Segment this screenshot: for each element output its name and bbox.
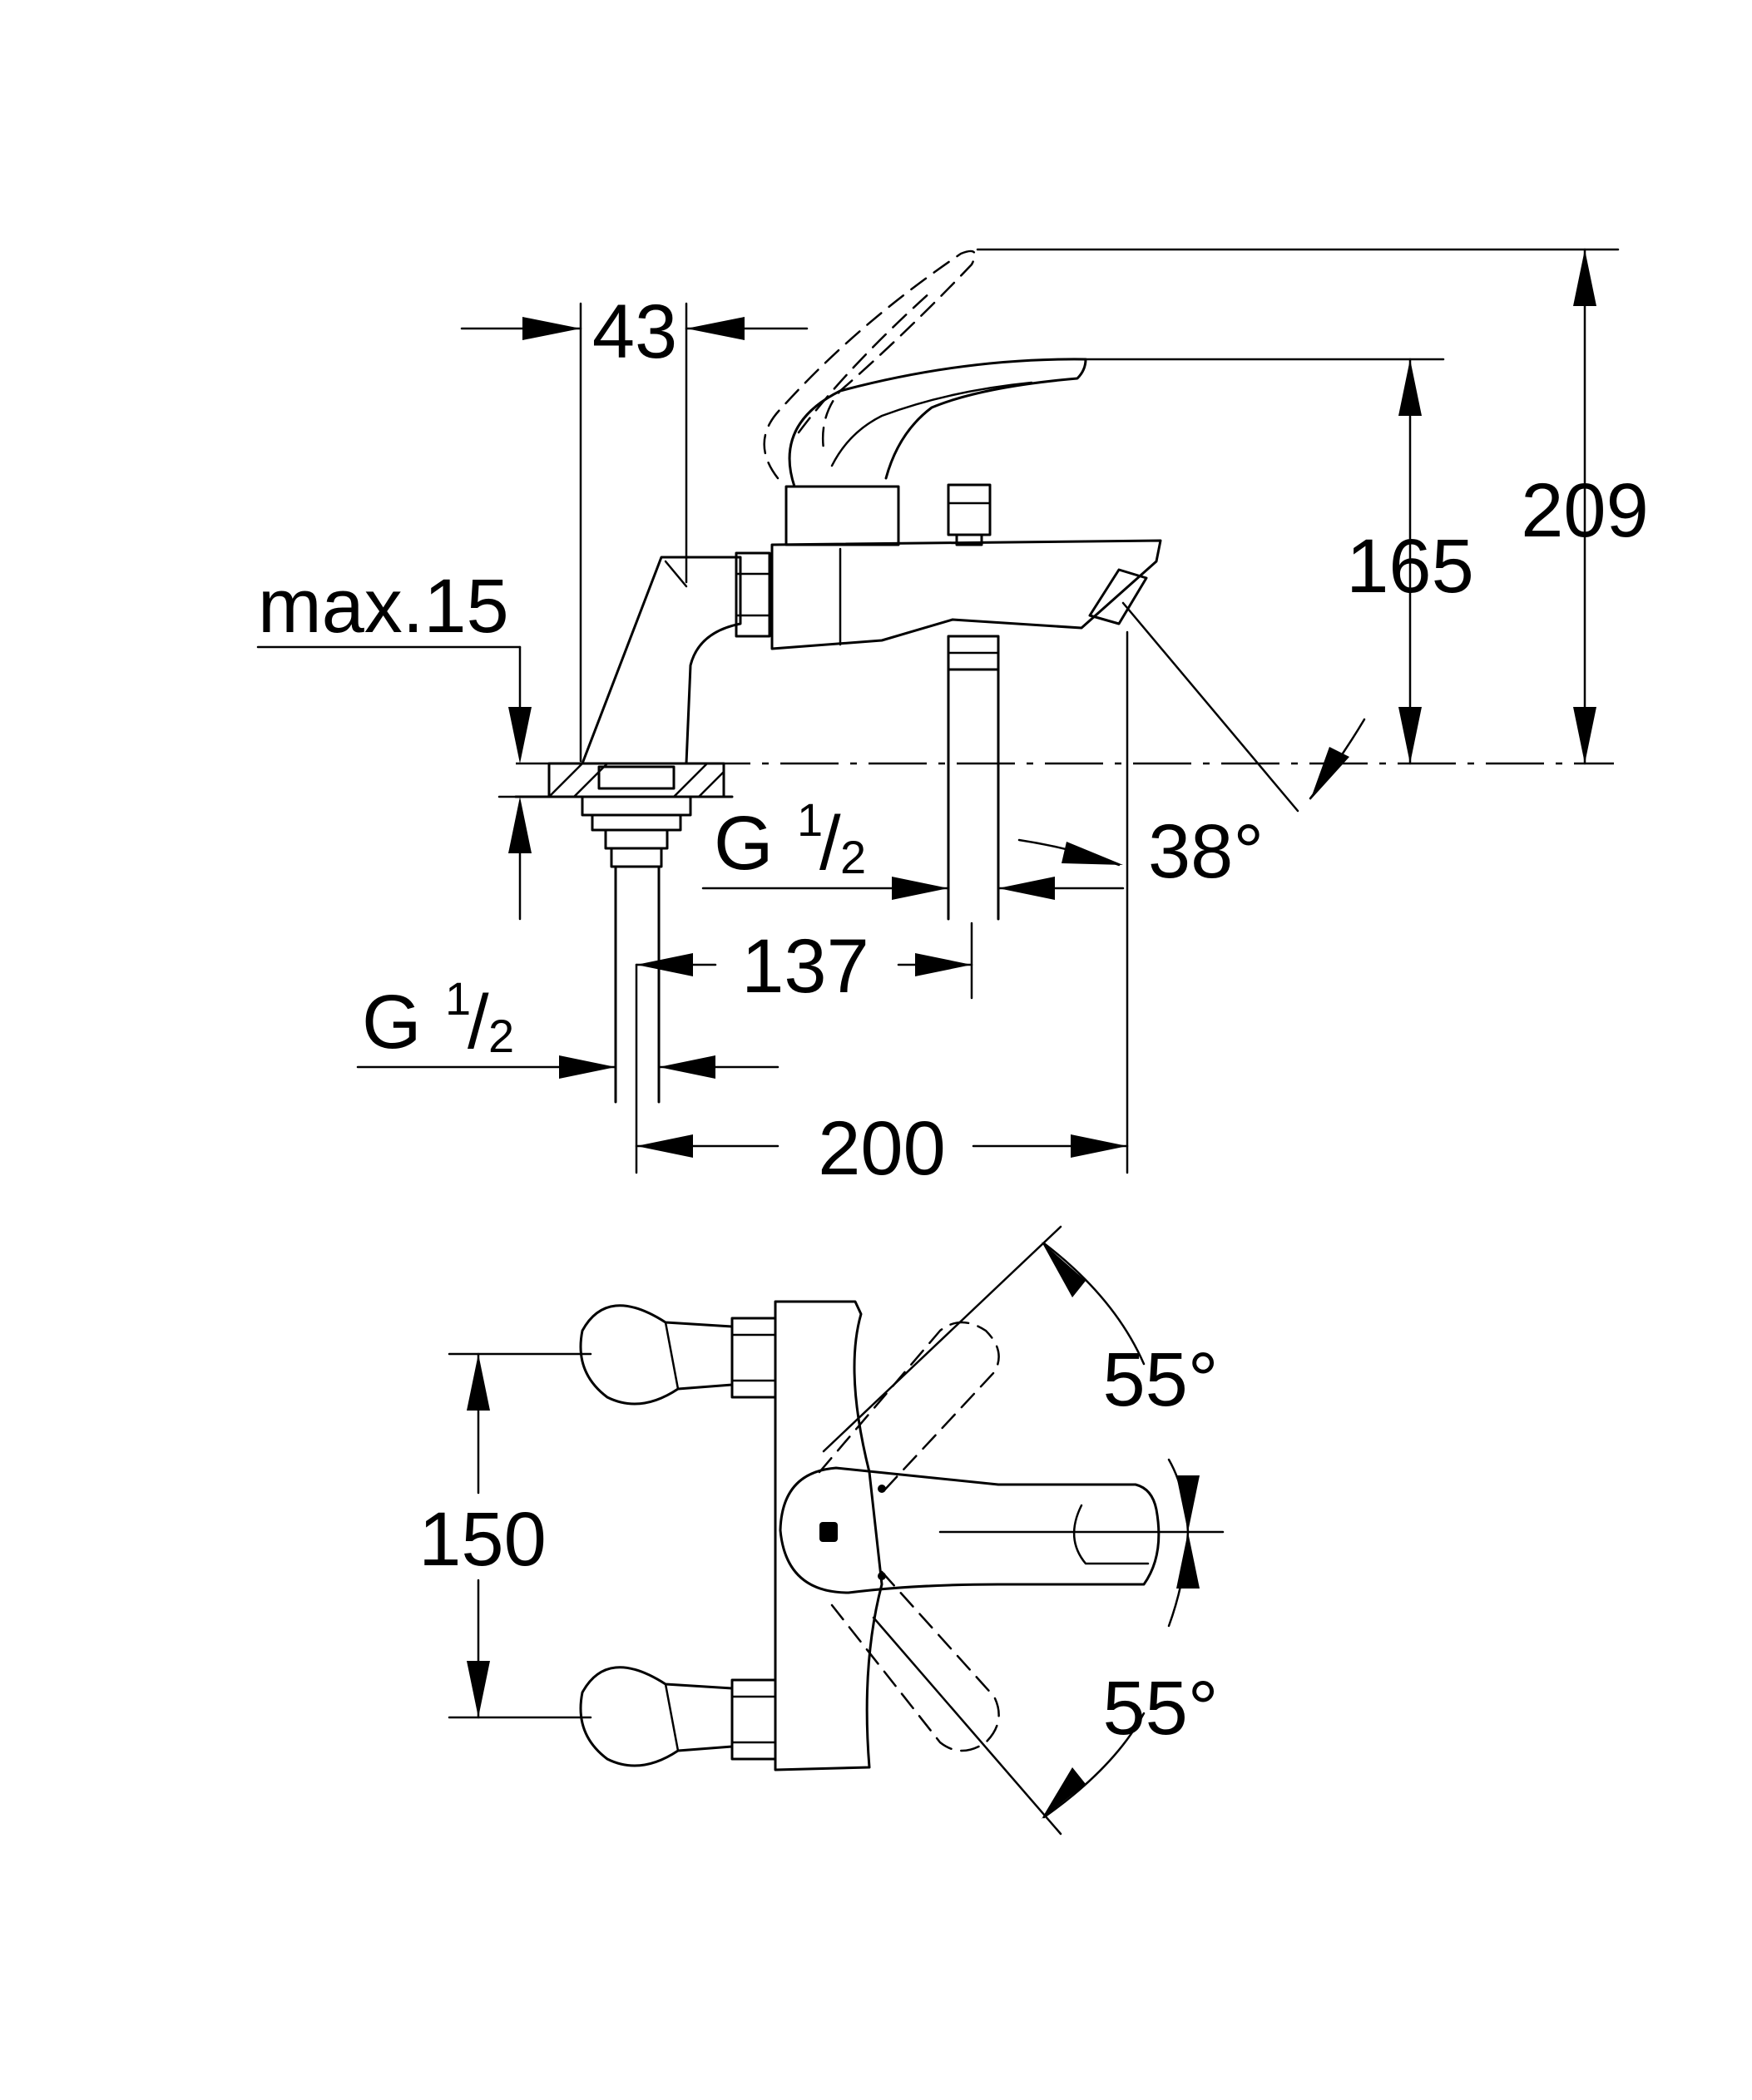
coupling-nut [735, 551, 771, 638]
dim-max-deck-label: max.15 [258, 564, 509, 649]
lever-handle-edge [830, 381, 1033, 467]
mounting-nut [581, 765, 692, 868]
diverter-knob [947, 483, 992, 546]
top-view: 55° 55° 150 [418, 1225, 1225, 1836]
rotation-ref-down [872, 1616, 1062, 1836]
dim-inlet-spacing-150: 150 [418, 1352, 592, 1719]
dim-width-43: 43 [460, 289, 809, 763]
dim-total-height-label: 209 [1521, 468, 1649, 553]
spout-outlet [1088, 568, 1148, 625]
lever-handle [788, 358, 1087, 488]
base-edge [664, 560, 688, 588]
top-lever-inner [1072, 1504, 1150, 1565]
lever-rotated-up [818, 1321, 1000, 1495]
dim-rotation-down: 55° [1042, 1530, 1219, 1819]
rotation-down-label: 55° [1102, 1666, 1218, 1751]
inlet-arm-bottom [579, 1666, 777, 1767]
thread-lower-num: 1 [445, 972, 471, 1025]
spout-angle-label: 38° [1148, 809, 1264, 894]
dim-thread-lower: G 1 / 2 [356, 972, 779, 1079]
dim-spout-reach-label: 200 [818, 1106, 946, 1191]
side-view: 43 max.15 165 209 [256, 248, 1649, 1191]
thread-lower-letter: G [362, 980, 422, 1065]
dim-inlet-to-outlet-137: 137 [635, 922, 973, 1009]
dim-inlet-to-outlet-label: 137 [741, 924, 869, 1009]
dim-inlet-spacing-label: 150 [418, 1497, 547, 1582]
valve-housing [784, 485, 900, 546]
dim-width-label: 43 [592, 289, 677, 374]
top-body [774, 1300, 883, 1771]
thread-lower-slash: / [468, 980, 489, 1065]
dim-spout-angle: 38° [1017, 601, 1366, 1174]
faucet-base [581, 556, 742, 765]
thread-upper-num: 1 [797, 793, 823, 846]
rotation-ref-up [822, 1225, 1062, 1453]
inlet-arm-top [579, 1304, 777, 1406]
spout-body [770, 539, 1162, 650]
dim-handle-height-165: 165 [1084, 358, 1474, 765]
rotation-up-label: 55° [1102, 1337, 1218, 1422]
thread-lower-den: 2 [488, 1010, 514, 1062]
dim-total-height-209: 209 [976, 248, 1649, 765]
lever-handle-raised-edge [797, 289, 933, 434]
dim-max-deck: max.15 [256, 564, 551, 921]
thread-upper-slash: / [819, 801, 841, 886]
lever-rotated-down [830, 1570, 1000, 1752]
lever-handle-raised [763, 250, 977, 480]
dim-spout-reach-200: 200 [635, 963, 1129, 1191]
thread-upper-den: 2 [840, 831, 866, 883]
top-lever [779, 1466, 1161, 1594]
thread-upper-letter: G [714, 801, 774, 886]
deck-hatch [547, 762, 725, 798]
dim-handle-height-label: 165 [1346, 524, 1474, 609]
hose-connector [947, 635, 1000, 671]
dim-thread-upper: G 1 / 2 [701, 793, 1125, 900]
dim-rotation-up: 55° [1042, 1242, 1219, 1534]
lever-indicator [819, 1522, 838, 1542]
